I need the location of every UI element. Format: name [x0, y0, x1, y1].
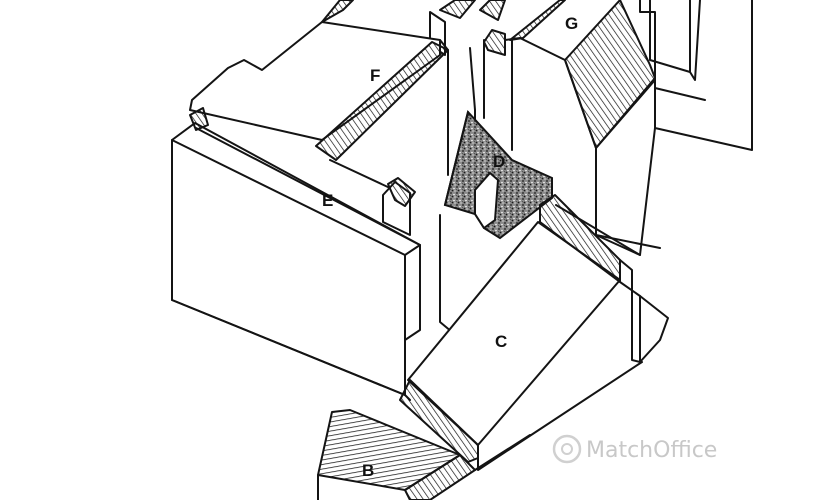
label-g: G — [565, 14, 578, 33]
label-b: B — [362, 461, 374, 480]
watermark: MatchOffice — [552, 434, 717, 464]
label-e: E — [322, 191, 333, 210]
building-b — [317, 409, 531, 500]
top-roofs — [321, 0, 506, 56]
label-d: D — [493, 152, 505, 171]
background-wall-right — [639, 0, 753, 151]
watermark-logo-icon — [552, 434, 582, 464]
building-f — [189, 21, 485, 196]
building-e — [171, 107, 421, 396]
label-f: F — [370, 66, 380, 85]
building-c — [399, 194, 669, 471]
ground-lines — [171, 234, 661, 401]
building-d — [439, 109, 553, 333]
label-c: C — [495, 332, 507, 351]
building-g — [504, 0, 656, 256]
watermark-text: MatchOffice — [586, 438, 717, 463]
